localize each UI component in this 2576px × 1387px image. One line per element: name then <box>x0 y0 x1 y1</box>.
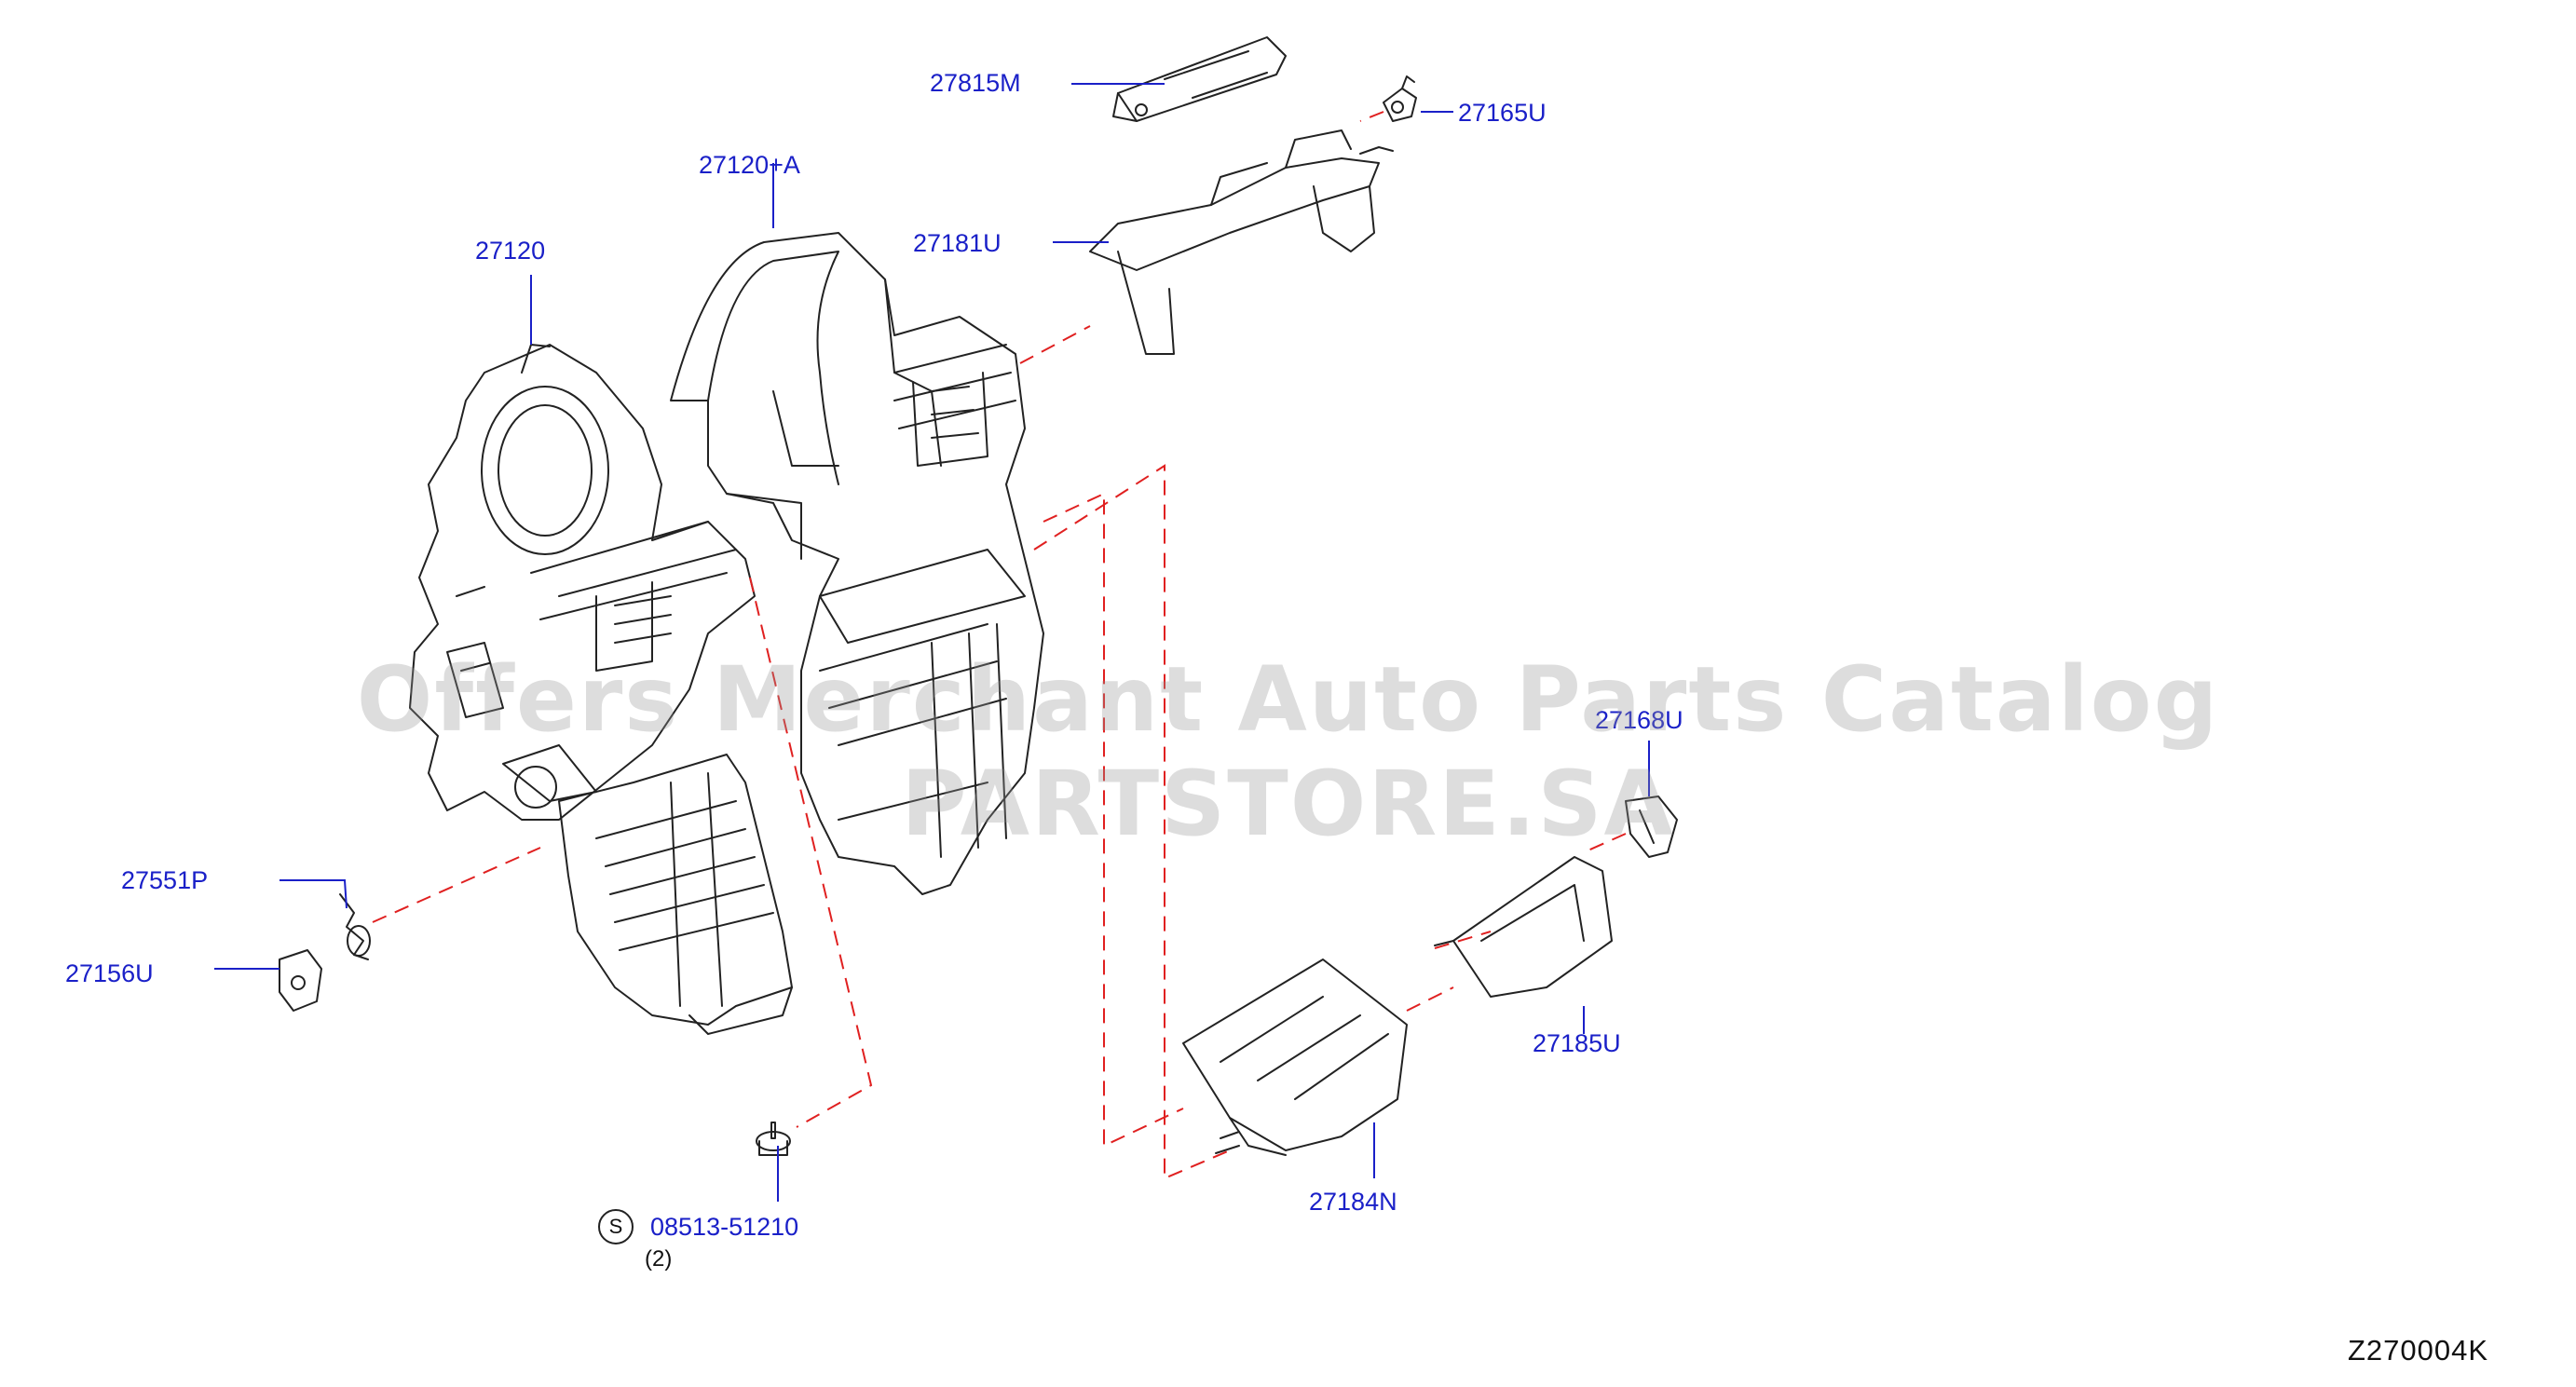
label-27168u[interactable]: 27168U <box>1595 706 1683 734</box>
diagram-code: Z270004K <box>2348 1334 2489 1367</box>
label-bolt[interactable]: 08513-51210 <box>650 1213 799 1241</box>
bolt-quantity: (2) <box>645 1246 673 1271</box>
label-27156u[interactable]: 27156U <box>65 959 154 987</box>
label-27185u[interactable]: 27185U <box>1533 1029 1621 1057</box>
door-27185u <box>1434 856 1613 998</box>
heater-case-left-part <box>409 344 756 821</box>
lower-duct-unit <box>558 754 793 1035</box>
door-27184n <box>1182 959 1408 1156</box>
link-27165u <box>1383 75 1417 122</box>
assembly-lines <box>372 111 1627 1180</box>
label-27120[interactable]: 27120 <box>475 237 546 265</box>
bracket-27815m <box>1112 36 1287 122</box>
label-27184n[interactable]: 27184N <box>1309 1188 1397 1216</box>
label-27165u[interactable]: 27165U <box>1458 99 1547 127</box>
spring-27551p <box>339 893 371 960</box>
label-27120a[interactable]: 27120+A <box>699 151 800 179</box>
label-27815m[interactable]: 27815M <box>930 69 1021 97</box>
leader-lines <box>214 83 1650 1202</box>
clip-27168u <box>1625 795 1678 858</box>
bolt <box>756 1122 791 1156</box>
label-27181u[interactable]: 27181U <box>913 229 1002 257</box>
heater-case-right-part <box>670 232 1044 895</box>
s-mark: S <box>598 1209 634 1244</box>
label-27551p[interactable]: 27551P <box>121 866 209 894</box>
lever-27156u <box>279 949 322 1012</box>
door-27181u <box>1089 129 1394 355</box>
